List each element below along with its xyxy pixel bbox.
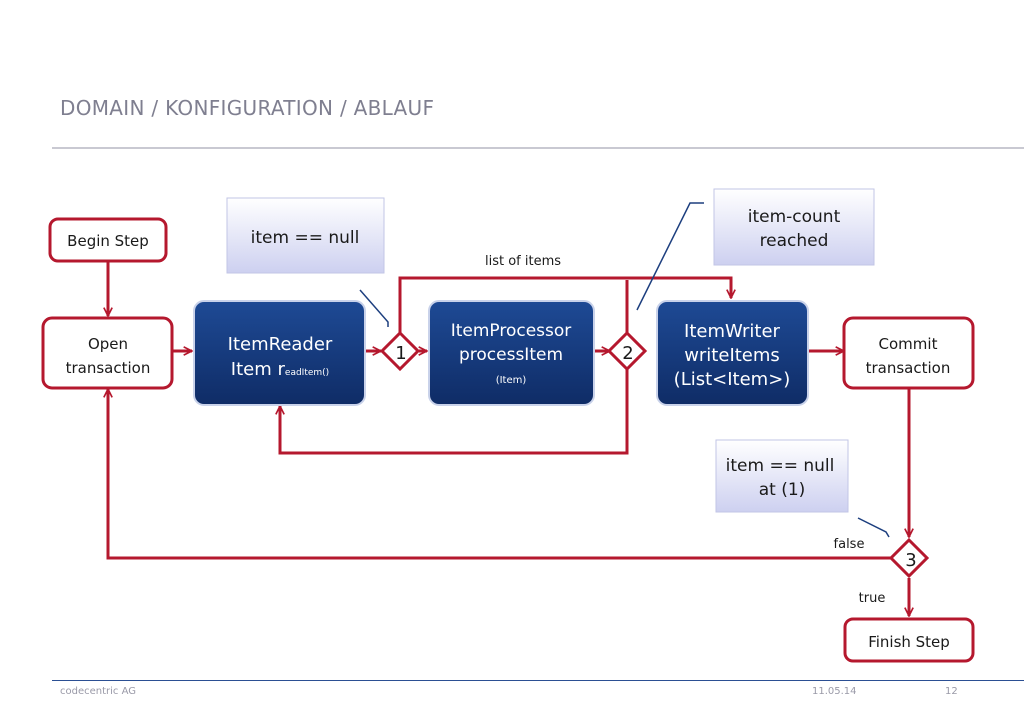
edge-label-list-of-items: list of items xyxy=(485,254,561,269)
begin-step-label: Begin Step xyxy=(67,232,149,250)
footer-divider xyxy=(52,680,1024,681)
item-writer-line3: (List<Item>) xyxy=(674,369,791,390)
decision-1: 1 xyxy=(379,330,421,372)
note-item-null-at-1: item == null at (1) xyxy=(715,439,849,513)
decision-2-label: 2 xyxy=(622,343,633,364)
node-item-writer: ItemWriter writeItems (List<Item>) xyxy=(656,300,809,406)
note-item-count-line2: reached xyxy=(760,231,829,251)
footer-date: 11.05.14 xyxy=(812,686,857,697)
callout-lines xyxy=(359,202,890,538)
callout-item-count xyxy=(636,202,704,311)
commit-transaction-line2: transaction xyxy=(866,359,951,377)
decision-3: 3 xyxy=(888,537,930,579)
open-transaction-line2: transaction xyxy=(66,359,151,377)
decision-1-label: 1 xyxy=(395,343,406,364)
node-item-reader: ItemReader Item readItem() xyxy=(193,300,366,406)
footer-company: codecentric AG xyxy=(60,686,137,697)
edge-d3-false-to-open xyxy=(108,389,891,560)
item-reader-method: Item r xyxy=(231,359,286,380)
decision-2: 2 xyxy=(606,330,648,372)
edge-label-false: false xyxy=(834,537,865,552)
item-writer-line2: writeItems xyxy=(684,345,780,366)
note-item-null-text: item == null xyxy=(251,228,360,248)
item-reader-line1: ItemReader xyxy=(228,334,333,355)
item-processor-line2: processItem xyxy=(459,345,563,365)
decision-3-label: 3 xyxy=(905,550,916,571)
node-open-transaction: Open transaction xyxy=(41,316,174,390)
note-item-count-line1: item-count xyxy=(748,207,841,227)
finish-step-label: Finish Step xyxy=(868,633,950,651)
item-writer-line1: ItemWriter xyxy=(684,321,780,342)
node-begin-step: Begin Step xyxy=(48,217,168,263)
note-item-null-at-1-line1: item == null xyxy=(726,456,835,476)
node-item-processor: ItemProcessor processItem (Item) xyxy=(428,300,595,406)
note-item-null-at-1-line2: at (1) xyxy=(759,480,806,500)
note-item-null: item == null xyxy=(226,197,385,274)
connectors xyxy=(108,260,909,616)
title-divider xyxy=(52,147,1024,149)
item-reader-method-small: eadItem() xyxy=(285,368,329,378)
node-commit-transaction: Commit transaction xyxy=(842,316,975,390)
commit-transaction-line1: Commit xyxy=(879,335,938,353)
edge-d1-to-writer xyxy=(398,276,731,333)
callout-item-null-at-1 xyxy=(857,517,890,538)
slide-title: DOMAIN / KONFIGURATION / ABLAUF xyxy=(60,96,435,120)
open-transaction-line1: Open xyxy=(88,335,128,353)
footer-page-number: 12 xyxy=(945,686,958,697)
item-processor-line1: ItemProcessor xyxy=(451,321,572,341)
note-item-count: item-count reached xyxy=(713,188,875,266)
callout-item-null xyxy=(359,289,389,327)
item-reader-line2: Item readItem() xyxy=(231,359,329,380)
node-finish-step: Finish Step xyxy=(843,617,975,663)
item-processor-line3: (Item) xyxy=(496,375,527,386)
edge-label-true: true xyxy=(859,591,886,606)
